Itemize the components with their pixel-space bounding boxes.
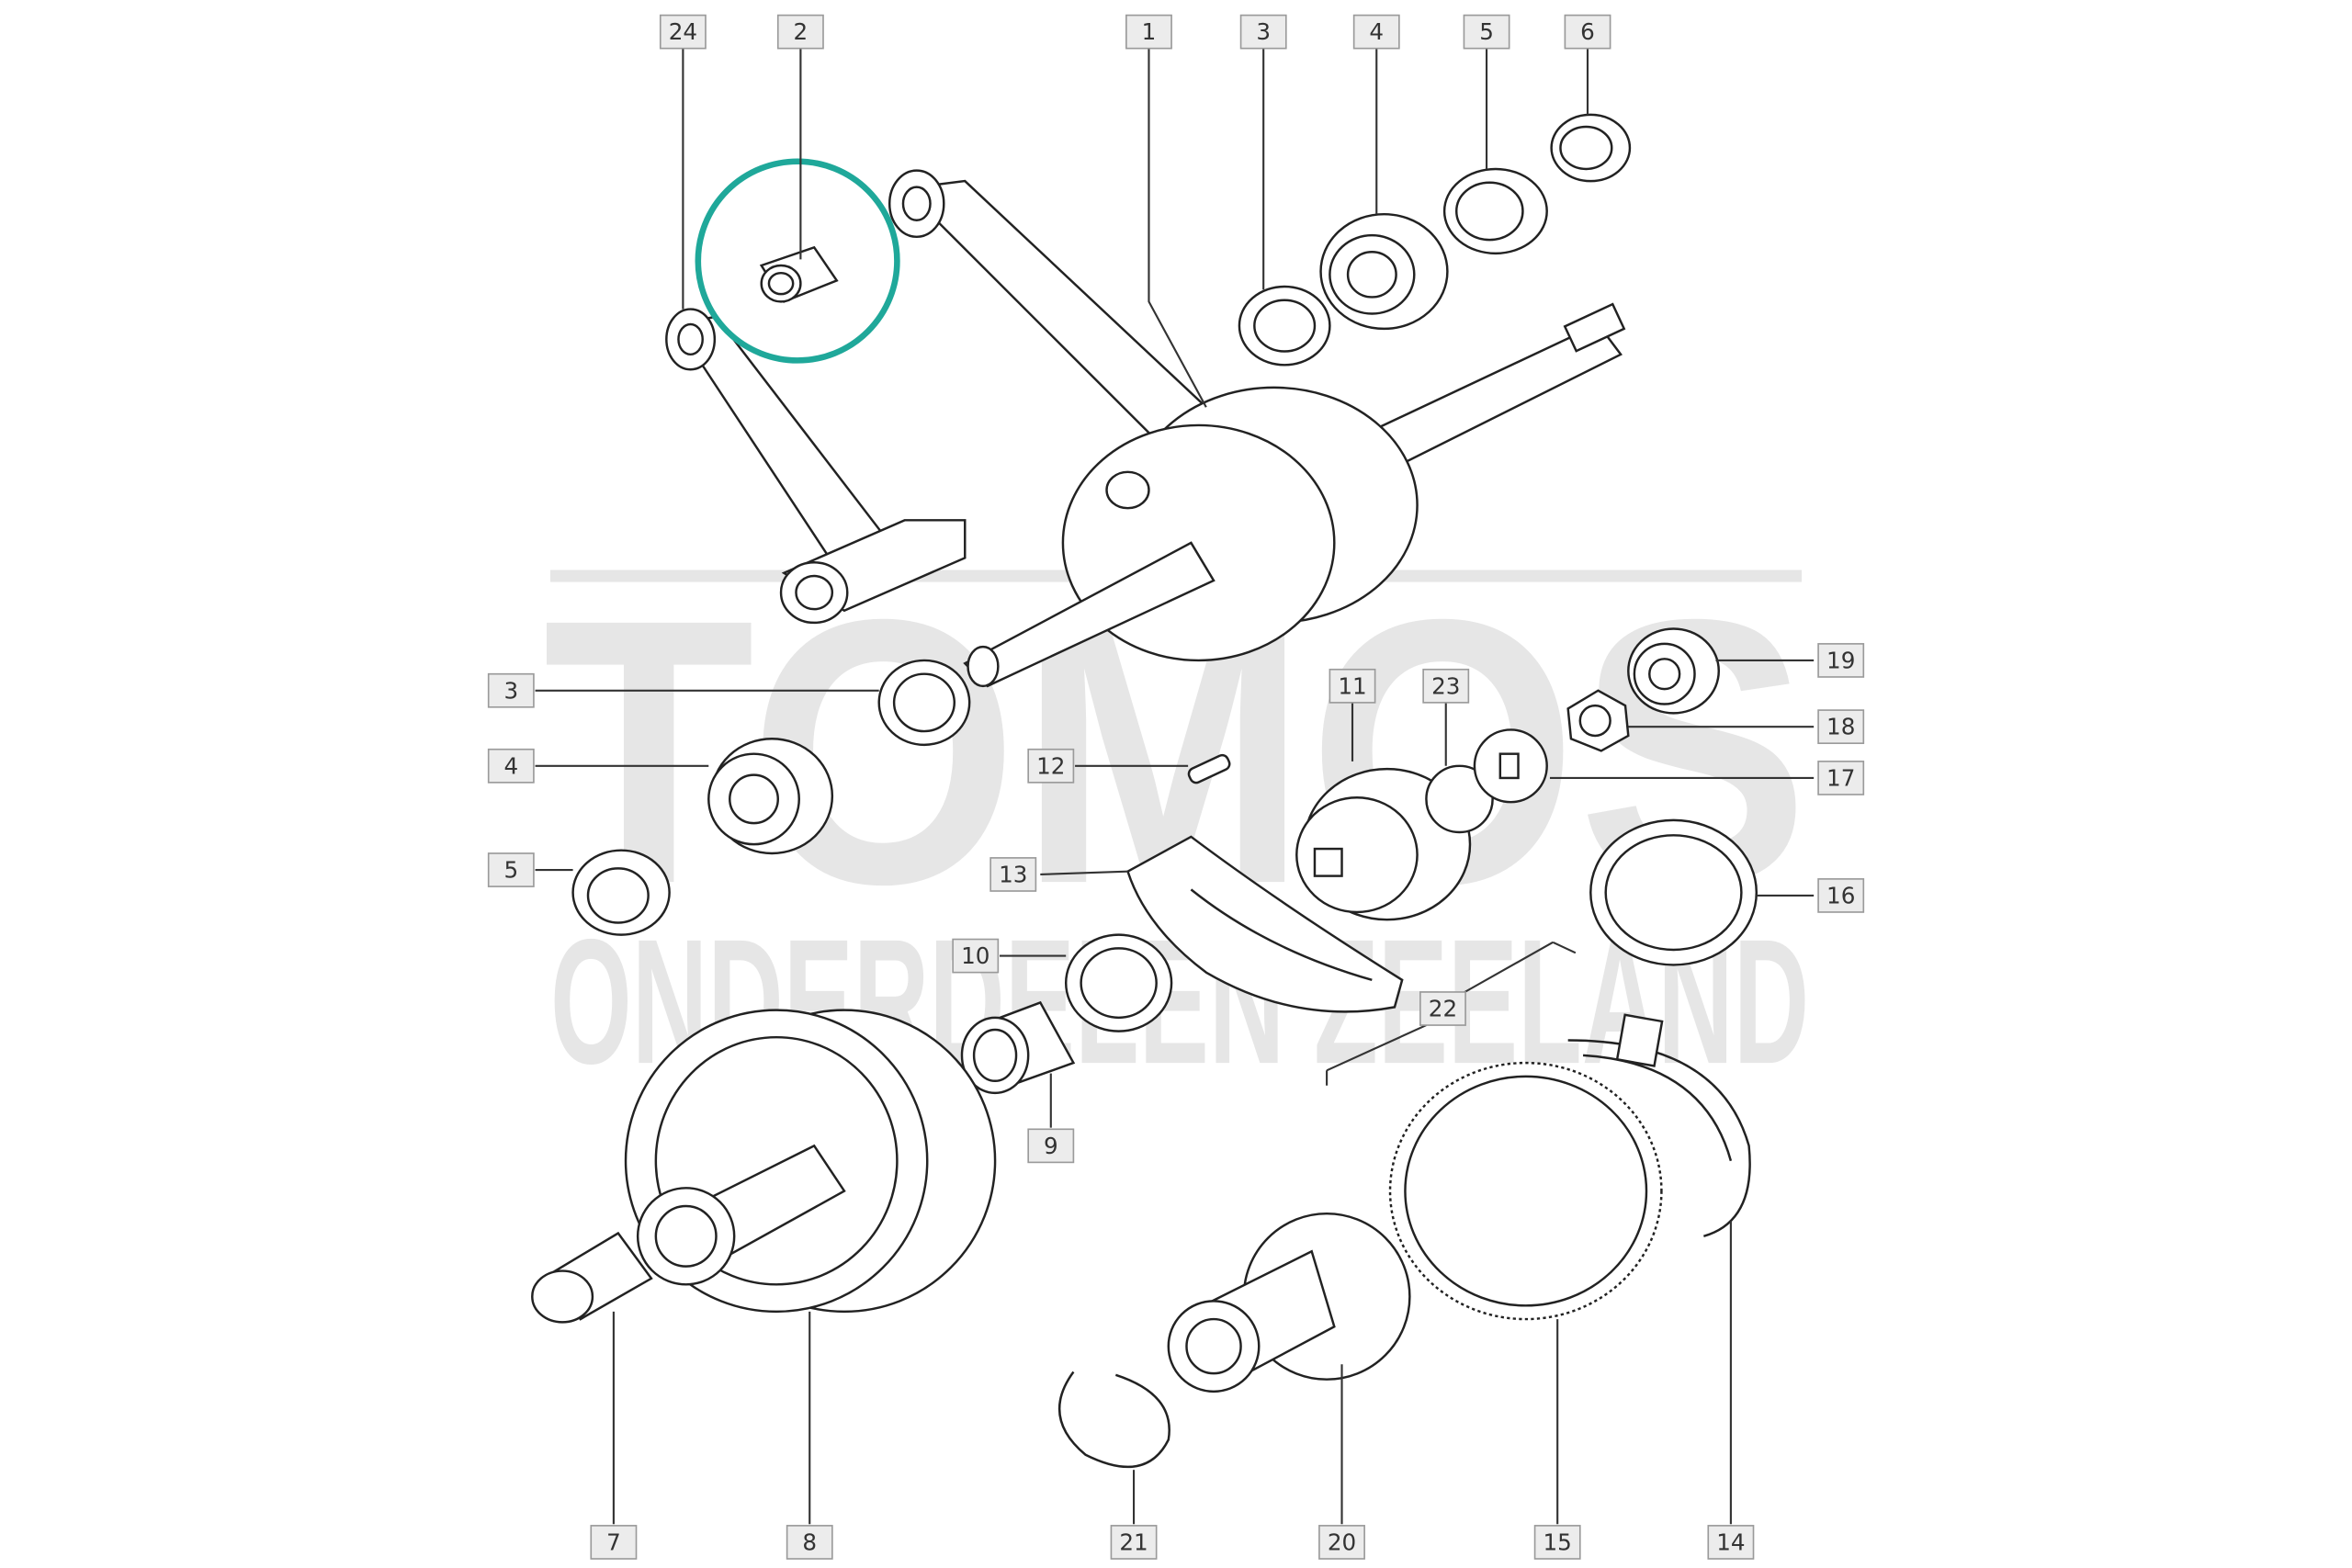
part-nut-18 xyxy=(1566,689,1630,752)
part-shim-3-top xyxy=(1238,285,1331,367)
part-spring xyxy=(1388,1061,1663,1321)
leader-lines xyxy=(535,48,1815,1525)
label-19[interactable]: 19 xyxy=(1817,643,1865,678)
label-17[interactable]: 17 xyxy=(1817,761,1865,795)
part-bearing-4-left xyxy=(707,738,834,855)
label-5-left[interactable]: 5 xyxy=(487,852,535,887)
svg-text:11: 11 xyxy=(1338,672,1366,699)
label-2[interactable]: 2 xyxy=(776,14,824,50)
part-ring-6 xyxy=(1550,113,1632,183)
svg-text:4: 4 xyxy=(503,752,518,779)
svg-text:14: 14 xyxy=(1716,1529,1745,1555)
part-clutch-drum xyxy=(624,1009,997,1314)
part-starter-gear xyxy=(1167,1212,1411,1393)
svg-text:21: 21 xyxy=(1119,1529,1148,1555)
label-23[interactable]: 23 xyxy=(1422,668,1470,704)
svg-text:3: 3 xyxy=(1256,18,1271,45)
label-9[interactable]: 9 xyxy=(1027,1128,1075,1164)
label-10[interactable]: 10 xyxy=(952,938,1000,974)
svg-text:16: 16 xyxy=(1826,882,1855,908)
label-21[interactable]: 21 xyxy=(1110,1525,1158,1560)
part-small-conrod xyxy=(665,308,967,625)
label-4-left[interactable]: 4 xyxy=(487,748,535,784)
label-11[interactable]: 11 xyxy=(1329,668,1376,704)
svg-text:15: 15 xyxy=(1544,1529,1572,1555)
part-clutch-shoe xyxy=(1126,835,1404,1013)
part-circlip xyxy=(1057,1371,1170,1469)
svg-text:24: 24 xyxy=(669,18,697,45)
label-3-top[interactable]: 3 xyxy=(1239,14,1287,50)
svg-text:2: 2 xyxy=(794,18,808,45)
part-crankshaft xyxy=(888,169,1626,688)
label-22[interactable]: 22 xyxy=(1419,991,1466,1026)
svg-text:10: 10 xyxy=(961,942,989,969)
svg-text:13: 13 xyxy=(999,861,1027,887)
svg-text:22: 22 xyxy=(1429,996,1457,1022)
svg-text:7: 7 xyxy=(606,1529,621,1555)
part-hub-11 xyxy=(1295,767,1472,921)
svg-text:6: 6 xyxy=(1580,18,1595,45)
part-bearing-19 xyxy=(1627,627,1720,715)
part-key xyxy=(1187,753,1231,784)
label-16[interactable]: 16 xyxy=(1817,878,1865,913)
label-20[interactable]: 20 xyxy=(1318,1525,1365,1560)
label-3-left[interactable]: 3 xyxy=(487,672,535,708)
svg-text:20: 20 xyxy=(1328,1529,1356,1555)
part-lockwasher-16 xyxy=(1589,818,1758,966)
part-labels: 24 2 1 3 4 5 6 3 4 5 12 13 10 9 11 23 19… xyxy=(487,14,1865,1560)
svg-text:18: 18 xyxy=(1826,714,1855,740)
svg-text:12: 12 xyxy=(1036,752,1065,779)
label-7[interactable]: 7 xyxy=(590,1525,638,1560)
part-band xyxy=(1567,1013,1751,1237)
label-4-top[interactable]: 4 xyxy=(1352,14,1400,50)
svg-text:17: 17 xyxy=(1826,764,1855,791)
svg-text:23: 23 xyxy=(1431,672,1460,699)
part-shim-10 xyxy=(1064,933,1173,1032)
label-14[interactable]: 14 xyxy=(1707,1525,1755,1560)
parts xyxy=(531,113,1758,1469)
part-shim-3-left xyxy=(877,659,971,747)
label-13[interactable]: 13 xyxy=(989,857,1037,892)
label-6[interactable]: 6 xyxy=(1564,14,1611,50)
part-seal-5-left xyxy=(571,849,671,936)
label-12[interactable]: 12 xyxy=(1027,748,1075,784)
svg-text:3: 3 xyxy=(503,677,518,704)
label-15[interactable]: 15 xyxy=(1533,1525,1581,1560)
label-24[interactable]: 24 xyxy=(659,14,707,50)
label-8[interactable]: 8 xyxy=(786,1525,833,1560)
part-seal-5-top xyxy=(1442,167,1548,255)
part-bearing-4-top xyxy=(1319,212,1449,331)
svg-text:5: 5 xyxy=(503,857,518,884)
svg-text:9: 9 xyxy=(1044,1133,1058,1159)
svg-text:8: 8 xyxy=(802,1529,817,1555)
svg-text:4: 4 xyxy=(1369,18,1384,45)
svg-text:19: 19 xyxy=(1826,647,1855,673)
svg-text:1: 1 xyxy=(1142,18,1157,45)
label-1[interactable]: 1 xyxy=(1125,14,1172,50)
part-washer-23 xyxy=(1425,764,1494,834)
highlight-circle xyxy=(695,158,900,364)
part-bush xyxy=(759,245,839,303)
part-washer-17 xyxy=(1473,728,1548,804)
label-5-top[interactable]: 5 xyxy=(1463,14,1510,50)
part-bush-7 xyxy=(531,1231,653,1324)
part-needle-bearing-9 xyxy=(960,1000,1076,1095)
svg-text:5: 5 xyxy=(1479,18,1494,45)
label-18[interactable]: 18 xyxy=(1817,709,1865,745)
